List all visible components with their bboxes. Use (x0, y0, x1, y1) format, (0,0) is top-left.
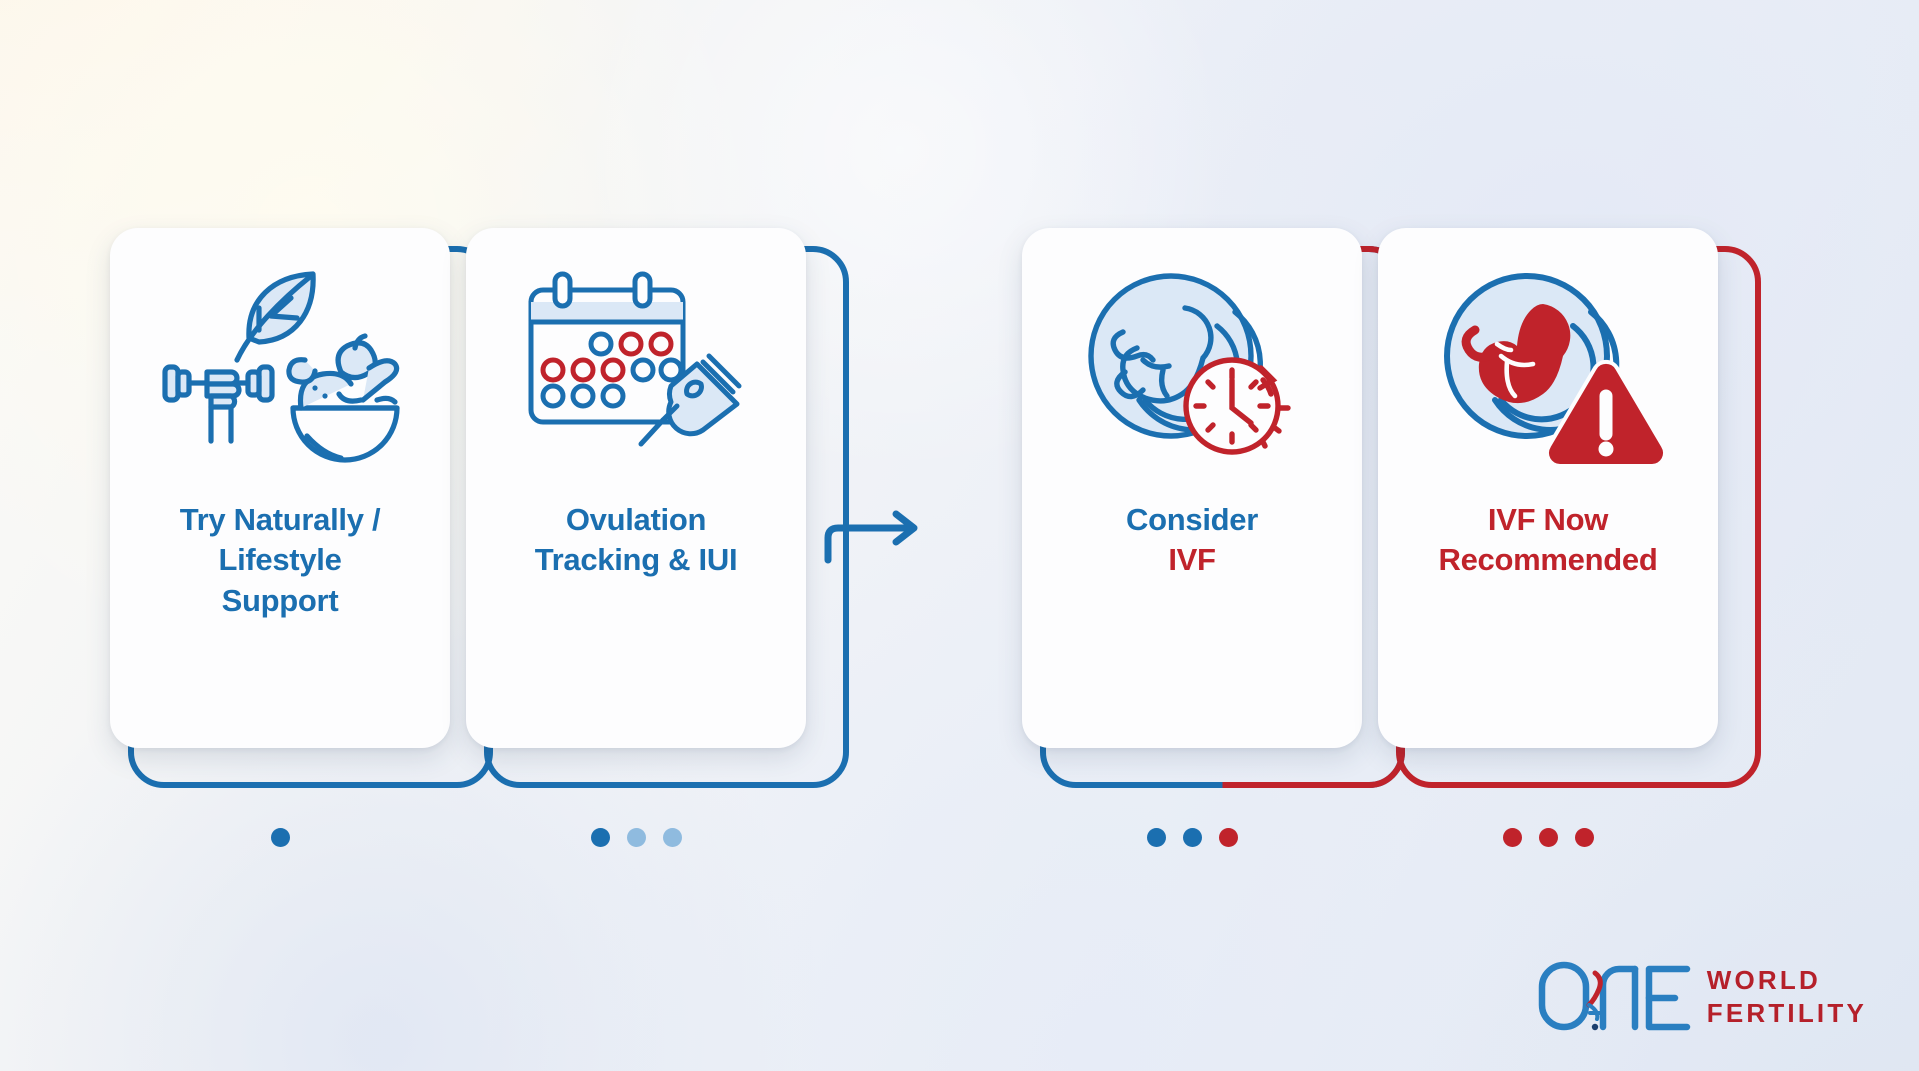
fetus-clock-icon (1022, 252, 1362, 482)
progress-dot (1146, 828, 1166, 847)
brand-word-world: WORLD (1706, 964, 1821, 995)
step-4-label: IVF Now Recommended (1388, 500, 1708, 581)
step-card-4[interactable]: IVF Now Recommended (1378, 228, 1761, 847)
brand-logo[interactable]: WORLD FERTILITY (1537, 959, 1867, 1033)
progress-dot (1218, 828, 1238, 847)
progress-dot (626, 828, 646, 847)
step-1-label-line1: Try Naturally / (179, 502, 381, 537)
step-3-label-line2: IVF (1168, 542, 1216, 578)
progress-dot (590, 828, 610, 847)
calendar-syringe-icon (466, 252, 806, 482)
progress-dot (1502, 828, 1522, 847)
step-card-2[interactable]: Ovulation Tracking & IUI (466, 228, 849, 847)
step-4-label-line1: IVF Now (1487, 502, 1609, 537)
step-2-panel: Ovulation Tracking & IUI (466, 228, 806, 748)
step-2-label-line1: Ovulation (565, 502, 707, 537)
step-2-label: Ovulation Tracking & IUI (476, 500, 796, 581)
step-3-panel: Consider IVF (1022, 228, 1362, 748)
step-1-label: Try Naturally / Lifestyle Support (120, 500, 440, 621)
step-3-progress-dots (1022, 828, 1362, 847)
progress-dot (270, 828, 290, 847)
step-card-3[interactable]: Consider IVF (1022, 228, 1405, 847)
step-1-panel: Try Naturally / Lifestyle Support (110, 228, 450, 748)
step-2-label-line2: Tracking & IUI (534, 542, 738, 578)
step-1-progress-dots (110, 828, 450, 847)
step-3-label-line1: Consider (1126, 502, 1258, 537)
step-card-1[interactable]: Try Naturally / Lifestyle Support (110, 228, 493, 847)
arrow-2-3 (822, 504, 932, 564)
step-3-label: Consider IVF (1032, 500, 1352, 581)
brand-wordmark: WORLD FERTILITY (1707, 967, 1867, 1026)
progress-dot (1182, 828, 1202, 847)
progress-dot (662, 828, 682, 847)
step-4-label-line2: Recommended (1438, 542, 1658, 578)
leaf-dumbbell-salad-icon (110, 252, 450, 482)
step-4-progress-dots (1378, 828, 1718, 847)
step-1-label-line3: Support (221, 582, 339, 618)
brand-word-fertility: FERTILITY (1706, 997, 1867, 1028)
progress-dot (1574, 828, 1594, 847)
step-2-progress-dots (466, 828, 806, 847)
one-monogram-icon (1538, 961, 1690, 1031)
step-4-panel: IVF Now Recommended (1378, 228, 1718, 748)
progress-dot (1538, 828, 1558, 847)
step-1-label-line2: Lifestyle (218, 542, 342, 578)
fetus-warning-icon (1378, 252, 1718, 482)
